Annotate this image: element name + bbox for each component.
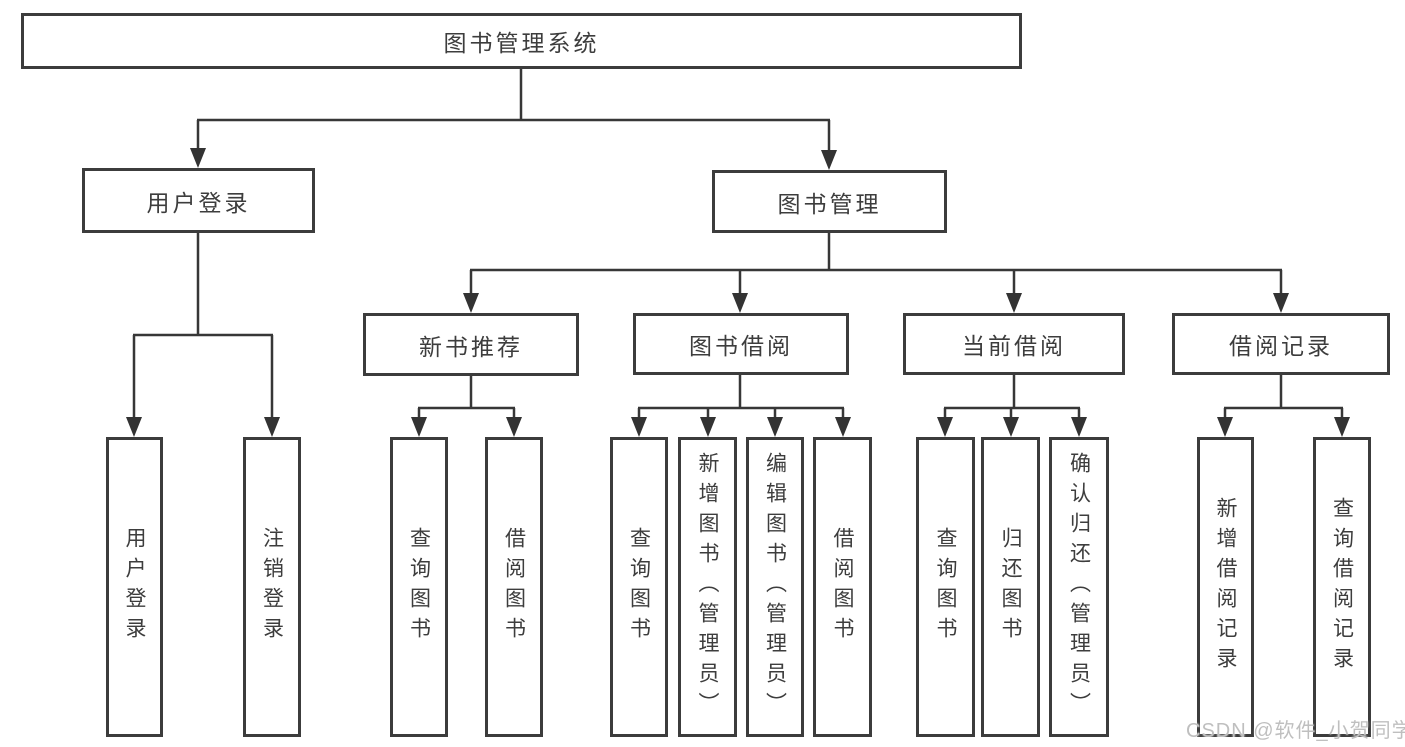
leaf-user-login-label: 用户登录 (123, 527, 146, 647)
node-book-borrow-label: 图书借阅 (689, 333, 793, 359)
leaf-cb-return-books-label: 归还图书 (999, 527, 1022, 647)
leaf-logout: 注销登录 (243, 437, 301, 737)
leaf-bb-query-books: 查询图书 (610, 437, 668, 737)
node-current-borrow-label: 当前借阅 (962, 333, 1066, 359)
leaf-nbr-query-books: 查询图书 (390, 437, 448, 737)
leaf-br-query-record-label: 查询借阅记录 (1330, 497, 1354, 677)
node-user-login-label: 用户登录 (146, 189, 251, 216)
node-new-book-rec: 新书推荐 (363, 313, 579, 376)
leaf-bb-add-books-admin: 新增图书（管理员） (678, 437, 737, 737)
leaf-bb-add-books-admin-label: 新增图书（管理员） (696, 452, 719, 722)
leaf-nbr-borrow-books: 借阅图书 (485, 437, 543, 737)
leaf-br-add-record: 新增借阅记录 (1197, 437, 1254, 737)
leaf-bb-edit-books-admin: 编辑图书（管理员） (746, 437, 804, 737)
node-new-book-rec-label: 新书推荐 (419, 333, 523, 360)
leaf-cb-return-books: 归还图书 (981, 437, 1040, 737)
leaf-nbr-borrow-books-label: 借阅图书 (502, 527, 526, 647)
connector-book-mgmt (463, 233, 1289, 313)
node-root-system: 图书管理系统 (21, 13, 1022, 69)
node-book-mgmt-label: 图书管理 (777, 190, 882, 217)
connector-user-login (126, 233, 280, 437)
node-borrow-records: 借阅记录 (1172, 313, 1390, 375)
leaf-bb-edit-books-admin-label: 编辑图书（管理员） (763, 452, 787, 722)
csdn-watermark: CSDN @软件_小贺同学 (1186, 720, 1405, 742)
leaf-cb-query-books: 查询图书 (916, 437, 975, 737)
node-user-login: 用户登录 (82, 168, 315, 233)
node-root-label: 图书管理系统 (443, 30, 600, 56)
leaf-bb-borrow-books: 借阅图书 (813, 437, 872, 737)
leaf-br-query-record: 查询借阅记录 (1313, 437, 1371, 737)
leaf-bb-borrow-books-label: 借阅图书 (831, 527, 854, 647)
leaf-br-add-record-label: 新增借阅记录 (1214, 497, 1237, 677)
leaf-bb-query-books-label: 查询图书 (627, 527, 651, 647)
connector-book-borrow (631, 375, 851, 437)
leaf-user-login: 用户登录 (106, 437, 163, 737)
leaf-logout-label: 注销登录 (260, 527, 284, 647)
node-borrow-records-label: 借阅记录 (1229, 333, 1333, 359)
leaf-cb-confirm-return-admin: 确认归还（管理员） (1049, 437, 1109, 737)
connector-borrow-records (1217, 375, 1350, 437)
node-book-borrow: 图书借阅 (633, 313, 849, 375)
connector-current-borrow (937, 375, 1087, 437)
connector-root-to-level2 (190, 69, 837, 170)
connector-new-book-rec (411, 376, 522, 437)
node-current-borrow: 当前借阅 (903, 313, 1125, 375)
node-book-mgmt: 图书管理 (712, 170, 947, 233)
leaf-cb-confirm-return-admin-label: 确认归还（管理员） (1067, 452, 1091, 722)
leaf-cb-query-books-label: 查询图书 (934, 527, 957, 647)
leaf-nbr-query-books-label: 查询图书 (407, 527, 431, 647)
